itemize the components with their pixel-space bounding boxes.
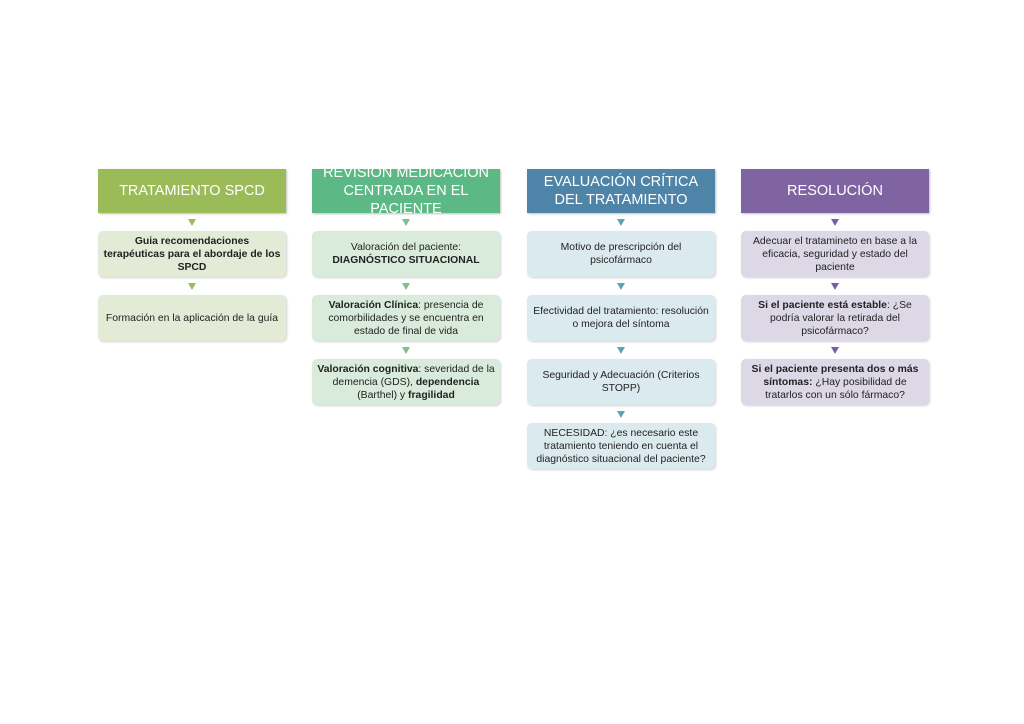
flow-box: Efectividad del tratamiento: resolución … — [527, 295, 715, 341]
box-bold-text: Si el paciente presenta dos o más síntom… — [751, 363, 919, 388]
box-text: Adecuar el tratamineto en base a la efic… — [752, 235, 918, 273]
down-arrow-icon — [527, 213, 715, 231]
down-arrow-icon — [98, 277, 286, 295]
box-bold-text: dependencia — [415, 376, 480, 388]
down-arrow-icon — [98, 213, 286, 231]
flow-box: Guia recomendaciones terapéuticas para e… — [98, 231, 286, 277]
column-revision-medicacion: REVISIÓN MEDICACIÓN CENTRADA EN EL PACIE… — [312, 165, 500, 405]
box-bold-text: Valoración Clínica — [328, 299, 419, 311]
flow-box: Si el paciente presenta dos o más síntom… — [741, 359, 929, 405]
down-arrow-icon — [527, 341, 715, 359]
flow-box: Seguridad y Adecuación (Criterios STOPP) — [527, 359, 715, 405]
box-text: Motivo de prescripción del psicofármaco — [560, 242, 682, 266]
down-arrow-icon — [312, 213, 500, 231]
flow-box: Motivo de prescripción del psicofármaco — [527, 231, 715, 277]
flow-box: Valoración del paciente: DIAGNÓSTICO SITU… — [312, 231, 500, 277]
flow-box: Si el paciente está estable: ¿Se podría … — [741, 295, 929, 341]
down-arrow-icon — [741, 341, 929, 359]
box-text: Valoración del paciente: — [350, 242, 462, 253]
flow-box: Valoración cognitiva: severidad de la de… — [312, 359, 500, 405]
box-text: Seguridad y Adecuación (Criterios STOPP) — [542, 370, 700, 394]
column-tratamiento-spcd: TRATAMIENTO SPCD Guia recomendaciones te… — [98, 169, 286, 341]
box-text: NECESIDAD: ¿es necesario este tratamient… — [536, 427, 706, 465]
down-arrow-icon — [312, 341, 500, 359]
column-header: EVALUACIÓN CRÍTICA DEL TRATAMIENTO — [527, 169, 715, 213]
column-evaluacion-critica: EVALUACIÓN CRÍTICA DEL TRATAMIENTO Motiv… — [527, 169, 715, 469]
box-bold-text: DIAGNÓSTICO SITUACIONAL — [332, 255, 480, 266]
column-header: TRATAMIENTO SPCD — [98, 169, 286, 213]
box-text: : severidad de la demencia (GDS), — [332, 363, 495, 388]
column-header: REVISIÓN MEDICACIÓN CENTRADA EN EL PACIE… — [312, 165, 500, 217]
flow-box: Formación en la aplicación de la guía — [98, 295, 286, 341]
down-arrow-icon — [312, 277, 500, 295]
flow-box: NECESIDAD: ¿es necesario este tratamient… — [527, 423, 715, 469]
box-bold-text: Guia recomendaciones terapéuticas para e… — [103, 235, 281, 273]
box-text: Formación en la aplicación de la guía — [105, 312, 279, 324]
down-arrow-icon — [527, 277, 715, 295]
column-header: RESOLUCIÓN — [741, 169, 929, 213]
down-arrow-icon — [741, 213, 929, 231]
box-bold-text: fragilidad — [408, 389, 455, 401]
box-text: : ¿Se podría valorar la retirada del psi… — [770, 299, 912, 337]
box-bold-text: Valoración cognitiva — [317, 363, 419, 375]
box-text: : presencia de comorbilidades y se encue… — [328, 299, 484, 337]
box-bold-text: Si el paciente está estable — [758, 299, 887, 311]
down-arrow-icon — [527, 405, 715, 423]
box-text: (Barthel) y — [357, 389, 406, 401]
column-resolucion: RESOLUCIÓN Adecuar el tratamineto en bas… — [741, 169, 929, 405]
box-text: ¿Hay posibilidad de tratarlos con un sól… — [765, 376, 907, 401]
down-arrow-icon — [741, 277, 929, 295]
flow-box: Valoración Clínica: presencia de comorbi… — [312, 295, 500, 341]
flow-box: Adecuar el tratamineto en base a la efic… — [741, 231, 929, 277]
box-text: Efectividad del tratamiento: resolución … — [533, 306, 709, 330]
